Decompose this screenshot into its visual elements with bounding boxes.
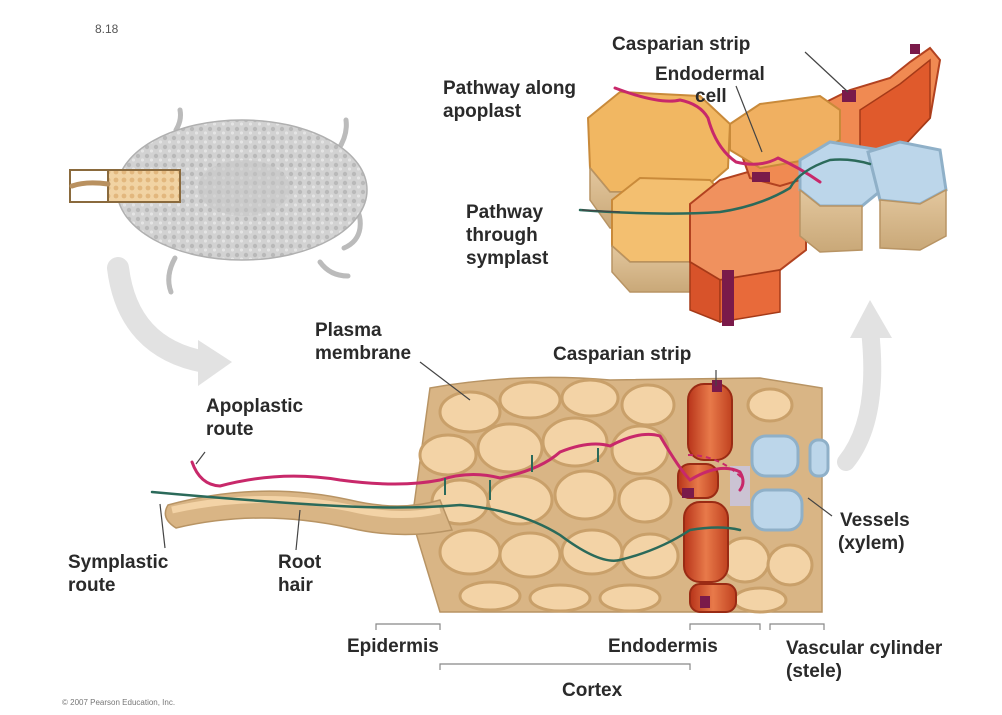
label-vessels-1: Vessels: [840, 510, 910, 531]
label-endodermis: Endodermis: [608, 636, 718, 657]
label-epidermis: Epidermis: [347, 636, 439, 657]
label-endodermal-cell-2: cell: [695, 86, 727, 107]
figure-number: 8.18: [95, 22, 118, 36]
label-plasma-membrane-1: Plasma: [315, 320, 382, 341]
label-vascular-cylinder-2: (stele): [786, 661, 842, 682]
zoom-arrow-head: [198, 340, 232, 386]
label-symplastic-route-1: Symplastic: [68, 552, 168, 573]
detail-arrow-curve: [846, 330, 872, 462]
label-vessels-2: (xylem): [838, 533, 905, 554]
detail-arrow-head: [850, 300, 892, 338]
zoom-arrow-curve: [118, 268, 205, 362]
label-vascular-cylinder-1: Vascular cylinder: [786, 638, 942, 659]
tissue-brackets: [376, 624, 824, 670]
label-casparian-strip-top: Casparian strip: [612, 34, 750, 55]
label-plasma-membrane-2: membrane: [315, 343, 411, 364]
label-endodermal-cell-1: Endodermal: [655, 64, 765, 85]
label-pathway-apoplast-2: apoplast: [443, 101, 521, 122]
label-apoplastic-route-2: route: [206, 419, 254, 440]
endodermal-detail-block: [588, 44, 946, 326]
label-pathway-apoplast-1: Pathway along: [443, 78, 576, 99]
label-pathway-symplast-2: through: [466, 225, 538, 246]
label-pathway-symplast-1: Pathway: [466, 202, 543, 223]
label-root-hair-1: Root: [278, 552, 321, 573]
label-root-hair-2: hair: [278, 575, 313, 596]
label-casparian-strip-bottom: Casparian strip: [553, 344, 691, 365]
label-pathway-symplast-3: symplast: [466, 248, 548, 269]
credit-line: © 2007 Pearson Education, Inc.: [62, 698, 175, 707]
label-cortex: Cortex: [562, 680, 622, 701]
label-symplastic-route-2: route: [68, 575, 116, 596]
label-apoplastic-route-1: Apoplastic: [206, 396, 303, 417]
